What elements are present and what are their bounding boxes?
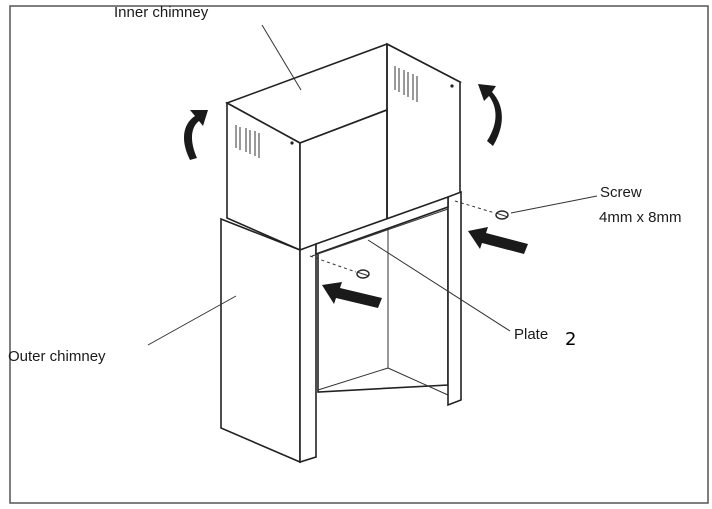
- vent-slots-right: [394, 66, 418, 102]
- rotate-arrow-left: [183, 110, 208, 160]
- rotate-arrow-right: [478, 84, 502, 146]
- leader-inner-chimney: [261, 24, 302, 91]
- insert-arrow-right: [468, 227, 528, 254]
- label-screw-size: 4mm x 8mm: [599, 209, 682, 226]
- label-screw: Screw: [600, 184, 642, 201]
- vent-slots-left: [235, 125, 260, 158]
- screw-front: [309, 255, 370, 279]
- screw-right: [454, 200, 509, 220]
- leader-screw: [510, 195, 598, 214]
- leader-plate: [367, 239, 511, 332]
- label-plate: Plate: [514, 326, 548, 343]
- outer-chimney: [220, 190, 462, 464]
- label-inner-chimney: Inner chimney: [114, 4, 209, 21]
- label-plate-number: 2: [565, 329, 576, 350]
- leader-outer-chimney: [147, 295, 237, 346]
- insert-arrow-front: [322, 282, 382, 308]
- label-outer-chimney: Outer chimney: [8, 348, 106, 365]
